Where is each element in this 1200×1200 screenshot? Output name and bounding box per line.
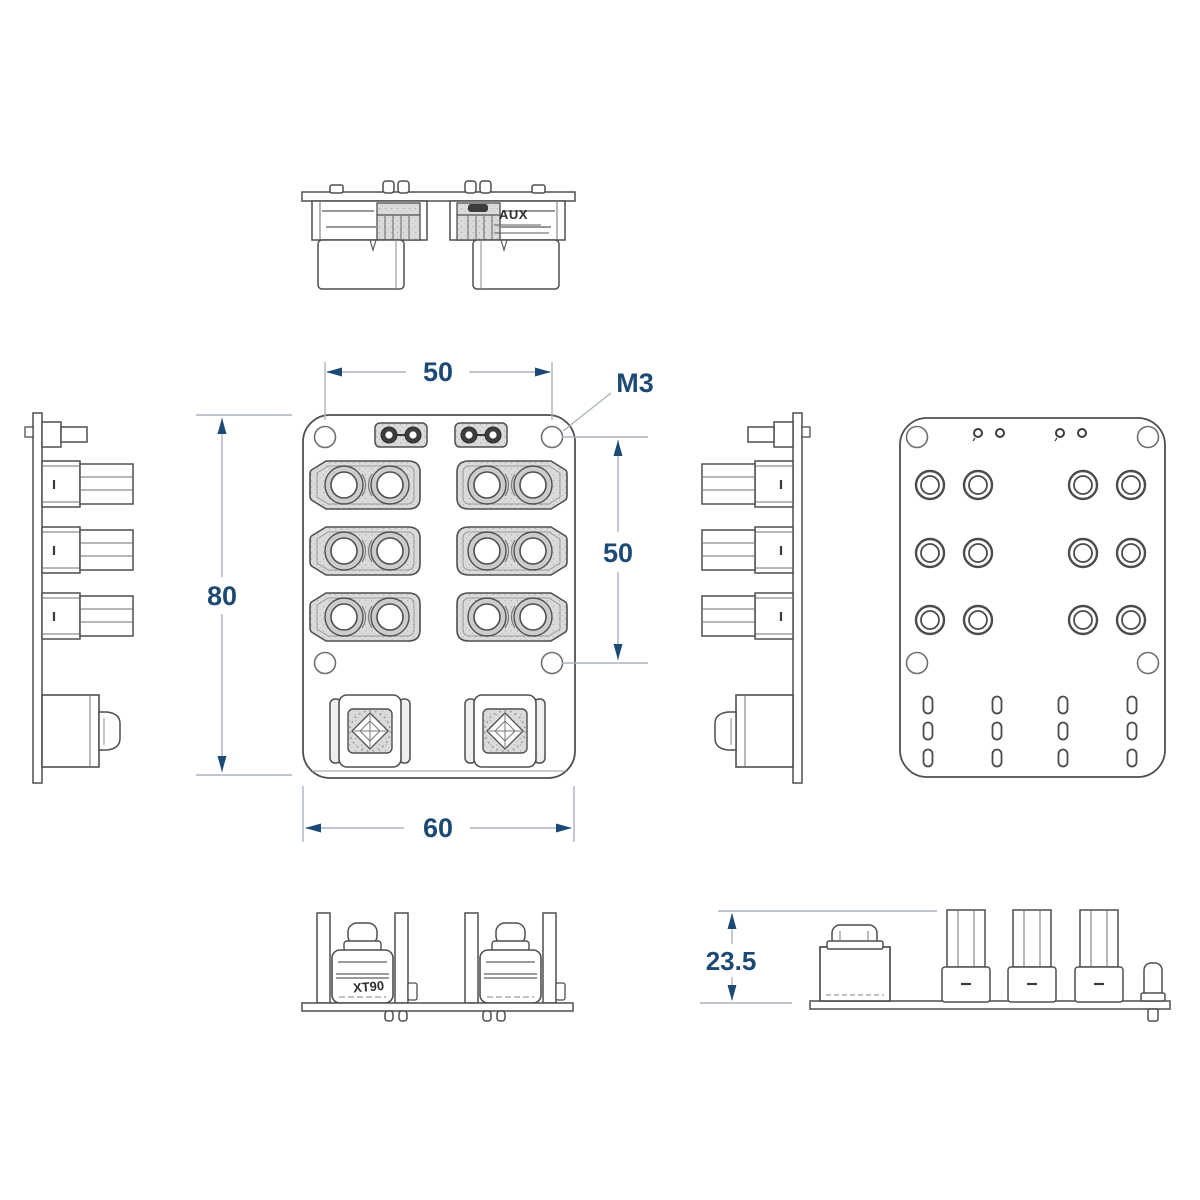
back-view: [899, 417, 1166, 778]
side-output-1: [940, 908, 992, 1004]
bottom-side-view: [809, 908, 1171, 1022]
m3-label: M3: [616, 368, 654, 398]
mounting-hole-top-right: [540, 425, 564, 449]
bottom-pin: [398, 1010, 408, 1022]
top-view-tab-right: [531, 184, 546, 194]
xt90-output-r2c1: [309, 526, 421, 576]
xt90-output-r2c2: [456, 526, 568, 576]
callout-m3: M3: [562, 368, 654, 432]
back-hole: [905, 425, 929, 449]
back-board-outline: [899, 417, 1166, 778]
dimension-right-label: 50: [603, 538, 633, 568]
top-view: AUX: [301, 180, 576, 290]
xt90-output-r3c2: [456, 592, 568, 642]
dimension-top-hole-spacing: 50: [324, 357, 553, 420]
top-view-pin: [382, 180, 395, 194]
top-view-connector-left: [311, 200, 428, 290]
bottom-pin: [384, 1010, 394, 1022]
back-xt30-pads: [972, 428, 1087, 442]
dimension-top-label: 50: [423, 357, 453, 387]
xt30-connector-left: [374, 422, 428, 448]
dimension-profile-label: 23.5: [706, 946, 757, 976]
side-small-pin-base: [1140, 992, 1166, 1002]
xt90-input-right: [464, 694, 546, 768]
top-view-contact-mark: [468, 204, 488, 212]
side-input-body: [819, 946, 891, 1002]
side-small-pin-foot: [1147, 1008, 1159, 1022]
back-hole: [1136, 651, 1160, 675]
mounting-hole-bottom-left: [313, 651, 337, 675]
back-hole: [905, 651, 929, 675]
top-view-pin: [397, 180, 410, 194]
right-side-view: [702, 413, 810, 783]
dimensions: 50 M3 50 80: [196, 357, 937, 1004]
xt90-output-r3c1: [309, 592, 421, 642]
xt90-output-r1c1: [309, 460, 421, 510]
xt90-label: XT90: [352, 978, 384, 996]
dimension-overall-height: 80: [196, 414, 292, 776]
front-view: [302, 414, 576, 779]
mounting-hole-bottom-right: [540, 651, 564, 675]
bottom-pin: [496, 1010, 506, 1022]
side-input-brim: [826, 940, 884, 950]
bottom-front-view: XT90: [301, 912, 574, 1022]
dimension-height-label: 80: [207, 581, 237, 611]
top-view-board-plate: [301, 191, 576, 202]
bottom-board-bar: [301, 1002, 574, 1012]
top-view-pin: [464, 180, 477, 194]
dimension-profile-height: 23.5: [700, 910, 937, 1004]
xt30-connector-right: [454, 422, 508, 448]
right-side-assembly: [702, 413, 810, 783]
mounting-hole-top-left: [313, 425, 337, 449]
top-view-tab-left: [329, 184, 344, 194]
left-side-assembly: [25, 413, 133, 783]
dimension-side-hole-spacing: 50: [562, 436, 648, 664]
dimension-width-label: 60: [423, 813, 453, 843]
back-hole: [1136, 425, 1160, 449]
left-side-view: [25, 413, 133, 783]
xt90-input-left: [329, 694, 411, 768]
top-view-pin: [479, 180, 492, 194]
side-output-3: [1073, 908, 1125, 1004]
aux-label: AUX: [499, 207, 528, 222]
bottom-xt90-right: [464, 912, 566, 1004]
side-output-2: [1006, 908, 1058, 1004]
bottom-pin: [482, 1010, 492, 1022]
xt90-output-r1c2: [456, 460, 568, 510]
dimension-overall-width: 60: [302, 786, 575, 843]
